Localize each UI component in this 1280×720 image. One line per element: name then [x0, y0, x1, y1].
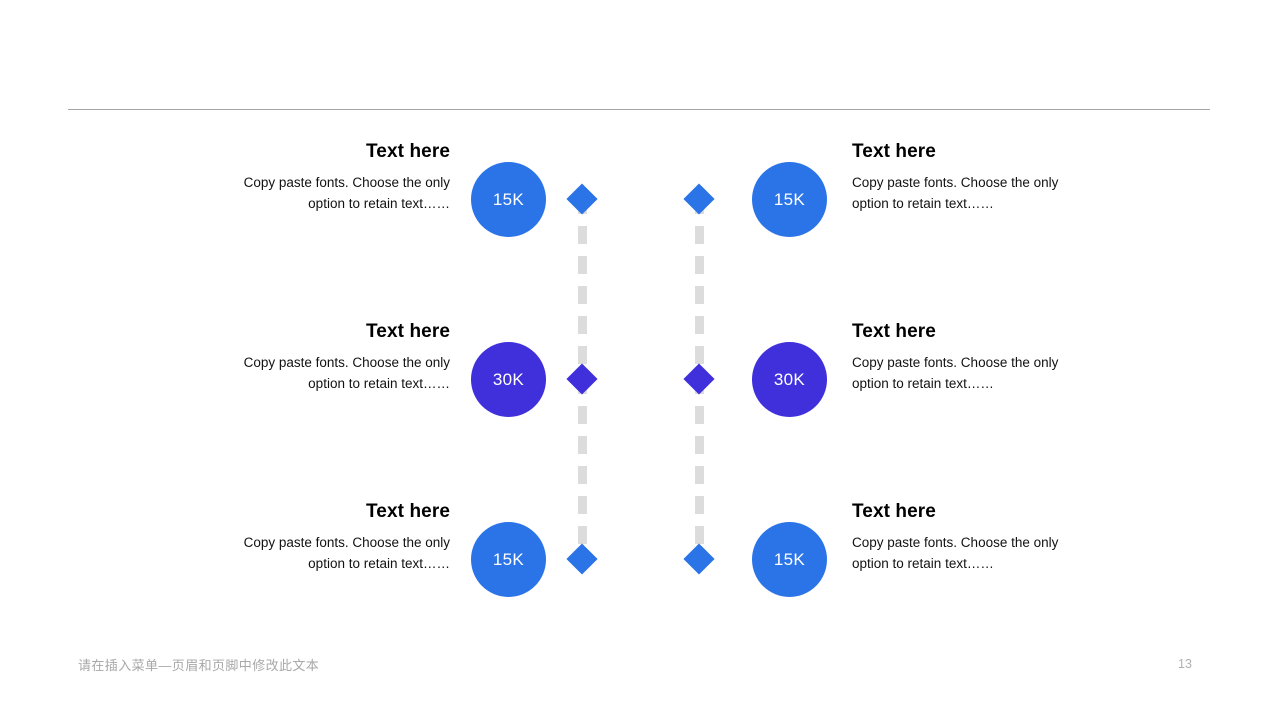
row-left-heading: Text here: [366, 501, 450, 522]
row-right-diamond-marker: [683, 363, 715, 395]
row-right-body: Copy paste fonts. Choose the only option…: [852, 175, 1059, 211]
row-right-heading: Text here: [852, 141, 936, 162]
slide-footer-text: 请在插入菜单—页眉和页脚中修改此文本: [78, 658, 320, 673]
row-right-value-circle[interactable]: 30K: [752, 342, 827, 417]
row-right-value-circle[interactable]: 15K: [752, 162, 827, 237]
row-left-value-circle[interactable]: 30K: [471, 342, 546, 417]
row-right-body: Copy paste fonts. Choose the only option…: [852, 355, 1059, 391]
row-right-value-label: 30K: [773, 369, 806, 389]
row-left-value-label: 15K: [492, 549, 525, 569]
row-right-diamond-marker: [683, 543, 715, 575]
row-left-diamond-marker: [566, 543, 598, 575]
row-right-text-block: Text here Copy paste fonts. Choose the o…: [852, 139, 1080, 214]
row-right-body: Copy paste fonts. Choose the only option…: [852, 535, 1059, 571]
row-right-heading: Text here: [852, 501, 936, 522]
header-divider: [68, 109, 1210, 110]
timeline-row: Text here Copy paste fonts. Choose the o…: [0, 139, 1280, 259]
row-left-value-label: 30K: [492, 369, 525, 389]
row-left-text-block: Text here Copy paste fonts. Choose the o…: [222, 499, 450, 574]
slide-page-number: 13: [1178, 657, 1192, 671]
row-right-text-block: Text here Copy paste fonts. Choose the o…: [852, 319, 1080, 394]
timeline-row: Text here Copy paste fonts. Choose the o…: [0, 319, 1280, 439]
row-left-value-label: 15K: [492, 189, 525, 209]
row-right-value-label: 15K: [773, 549, 806, 569]
row-right-value-label: 15K: [773, 189, 806, 209]
timeline-row: Text here Copy paste fonts. Choose the o…: [0, 499, 1280, 619]
row-left-heading: Text here: [366, 141, 450, 162]
row-right-diamond-marker: [683, 183, 715, 215]
row-right-text-block: Text here Copy paste fonts. Choose the o…: [852, 499, 1080, 574]
row-left-diamond-marker: [566, 183, 598, 215]
row-left-value-circle[interactable]: 15K: [471, 522, 546, 597]
row-left-text-block: Text here Copy paste fonts. Choose the o…: [222, 139, 450, 214]
row-right-heading: Text here: [852, 321, 936, 342]
row-left-text-block: Text here Copy paste fonts. Choose the o…: [222, 319, 450, 394]
row-left-heading: Text here: [366, 321, 450, 342]
row-left-body: Copy paste fonts. Choose the only option…: [243, 355, 450, 391]
row-left-body: Copy paste fonts. Choose the only option…: [243, 535, 450, 571]
row-left-body: Copy paste fonts. Choose the only option…: [243, 175, 450, 211]
row-right-value-circle[interactable]: 15K: [752, 522, 827, 597]
row-left-diamond-marker: [566, 363, 598, 395]
row-left-value-circle[interactable]: 15K: [471, 162, 546, 237]
